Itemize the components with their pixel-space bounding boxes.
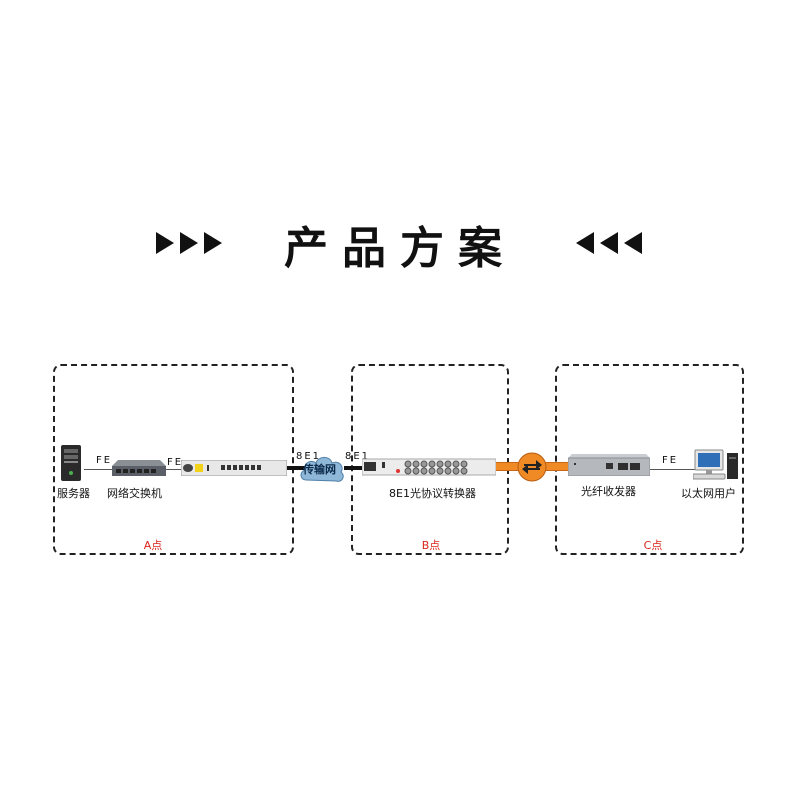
user-label: 以太网用户	[681, 487, 736, 500]
site-c-label: C点	[643, 539, 663, 552]
site-a-label: A点	[143, 539, 163, 552]
left-arrows-icon	[576, 230, 646, 260]
server-label: 服务器	[57, 487, 90, 500]
link-server-switch	[84, 469, 112, 470]
link-transceiver-user	[650, 469, 695, 470]
site-a-box	[53, 364, 294, 555]
transmission-network-cloud-icon	[298, 452, 346, 490]
server-icon	[60, 444, 82, 486]
fe-label-switch: FE	[167, 457, 184, 468]
site-b-box	[351, 364, 509, 555]
transceiver-label: 光纤收发器	[581, 485, 636, 498]
site-b-label: B点	[421, 539, 441, 552]
site-c-box	[555, 364, 744, 555]
e1-label-b: 8E1	[345, 451, 371, 462]
fe-label-server: FE	[96, 455, 113, 466]
e1-multiplexer-a-icon	[180, 459, 288, 480]
switch-label: 网络交换机	[107, 487, 162, 500]
network-switch-icon	[112, 458, 166, 482]
e1-label-a: 8E1	[296, 451, 322, 462]
converter-label: 8E1光协议转换器	[389, 487, 476, 500]
fe-label-user: FE	[662, 455, 679, 466]
computer-user-icon	[692, 449, 739, 485]
e1-protocol-converter-icon	[361, 457, 497, 481]
e1-link-b	[344, 466, 362, 470]
right-arrows-icon	[156, 230, 226, 260]
e1-link-a	[287, 466, 305, 470]
fiber-exchange-icon	[517, 452, 547, 486]
link-switch-mux	[166, 469, 182, 470]
fiber-transceiver-icon	[567, 452, 651, 480]
page-title: 产品方案	[284, 223, 516, 274]
network-label: 传输网	[303, 463, 336, 476]
